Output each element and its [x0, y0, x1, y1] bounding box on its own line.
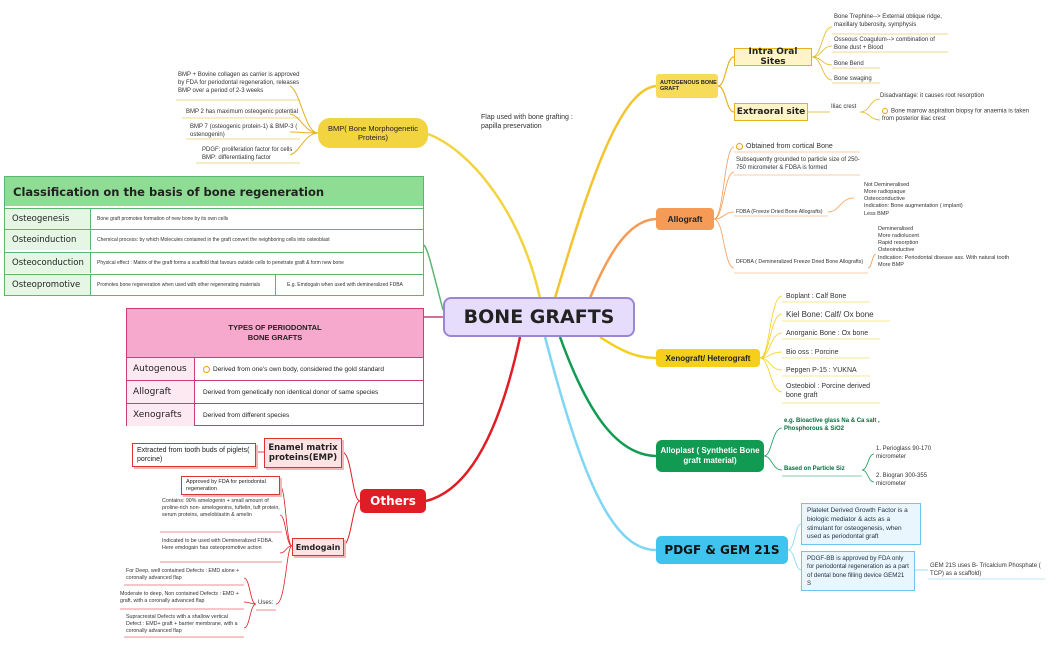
fdba-props: Not Demineralised More radiopaque Osteoc… [864, 182, 1014, 218]
classification-label[interactable]: Osteoinduction [5, 230, 91, 250]
fdba-prop: Less BMP [864, 210, 890, 217]
particle-label: Based on Particle Siz [784, 466, 845, 472]
dfdba-prop: More radiolucent [878, 233, 919, 240]
uses-label: Uses: [258, 600, 274, 606]
extraoral-node[interactable]: Extraoral site [734, 103, 808, 121]
xeno-item: Osteobiol : Porcine derived bone graft [786, 383, 871, 400]
emp-note: Extracted from tooth buds of piglets( po… [132, 443, 256, 467]
pdgf-box-1: Platelet Derived Growth Factor is a biol… [801, 503, 921, 545]
classification-extra: E.g. Emdogain when used with demineraliz… [287, 282, 403, 288]
classification-desc: Promotes bone regeneration when used wit… [97, 275, 276, 295]
xeno-item: Kiel Bone: Calf/ Ox bone [786, 310, 874, 319]
particle-item: 1. Perioglass 90-170 micrometer [876, 446, 932, 460]
xeno-item: Bio oss : Porcine [786, 349, 839, 356]
classification-row: Osteogenesis Bone graft promotes formati… [5, 208, 423, 229]
dfdba-prop: Rapid resorption [878, 240, 919, 247]
types-desc: Derived from one's own body, considered … [203, 358, 384, 380]
intra-oral-node[interactable]: Intra Oral Sites [734, 47, 812, 67]
uses-item-2: Moderate to deep, Non contained Defects … [120, 591, 239, 604]
particle-item: 2. Biogran 300-355 micrometer [876, 473, 928, 487]
alloplast-node[interactable]: Alloplast ( Synthetic Bone graft materia… [656, 440, 764, 472]
bmp-item-1: BMP + Bovine collagen as carrier is appr… [178, 72, 300, 94]
extra-item-1: Disadvantage: it causes root resorption [880, 93, 985, 99]
pdgf-box-2: PDGF-BB is approved by FDA only for peri… [801, 551, 915, 591]
classification-label[interactable]: Osteoconduction [5, 253, 91, 273]
bmp-item-3: BMP 7 (osteogenic protein-1) & BMP-3 ( o… [190, 124, 298, 138]
alloplast-example: e.g. Bioactive glass Na & Ca salt , Phos… [784, 418, 880, 432]
emdogain-node[interactable]: Emdogain [292, 538, 344, 556]
intra-item-1: Bone Trephine--> External oblique ridge,… [834, 14, 942, 28]
others-node[interactable]: Others [360, 489, 426, 513]
types-label[interactable]: Xenografts [127, 404, 195, 426]
bmp-item-2: BMP 2 has maximum osteogenic potential [186, 109, 298, 115]
fdba-prop: Osteoconductive [864, 196, 905, 203]
allograft-obtained-text: Obtained from cortical Bone [746, 143, 833, 150]
dfdba-props: Demineralised More radiolucent Rapid res… [878, 226, 1038, 269]
classification-label[interactable]: Osteogenesis [5, 209, 91, 229]
dfdba-label: DFDBA ( Demineralized Freeze Dried Bone … [736, 259, 864, 265]
types-row: Autogenous Derived from one's own body, … [127, 357, 423, 380]
dfdba-prop: Demineralised [878, 226, 914, 232]
classification-table: Classification on the basis of bone rege… [4, 176, 424, 296]
classification-label[interactable]: Osteopromotive [5, 275, 91, 295]
pdgf-node[interactable]: PDGF & GEM 21S [656, 536, 788, 564]
dfdba-prop: Osteoinductive [878, 247, 915, 254]
types-table: TYPES OF PERIODONTAL BONE GRAFTS Autogen… [126, 308, 424, 426]
classification-title: Classification on the basis of bone rege… [5, 177, 423, 206]
fdba-prop: Indication: Bone augmentation ( implant) [864, 203, 963, 210]
classification-desc: Physical effect : Matrix of the graft fo… [97, 260, 344, 266]
bmp-node[interactable]: BMP( Bone Morphogenetic Proteins) [318, 118, 428, 148]
extra-item-2: Bone marrow aspiration biopsy for anaemi… [882, 108, 1032, 124]
emp-node[interactable]: Enamel matrix proteins(EMP) [264, 438, 342, 468]
types-desc: Derived from genetically non identical d… [203, 388, 379, 396]
types-label[interactable]: Allograft [127, 381, 195, 403]
allograft-ground: Subsequently grounded to particle size o… [736, 157, 860, 171]
types-title-text: TYPES OF PERIODONTAL BONE GRAFTS [228, 323, 322, 342]
intra-item-4: Bone swaging [834, 76, 872, 82]
dfdba-prop: Indication: Periodontal disease ass. Wit… [878, 254, 1010, 261]
xeno-item: Pepgen P-15 : YUKNA [786, 367, 857, 374]
bmp-item-4: PDGF: proliferation factor for cells BMP… [202, 147, 293, 161]
types-label[interactable]: Autogenous [127, 358, 195, 380]
fdba-prop: Not Demineralised [864, 182, 910, 188]
dfdba-prop: More BMP [878, 261, 904, 268]
bullet-icon [882, 108, 888, 114]
classification-desc: Chemical process: by which Molecules con… [97, 237, 330, 243]
bullet-icon [203, 365, 210, 373]
types-row: Xenografts Derived from different specie… [127, 403, 423, 426]
bullet-icon [736, 142, 743, 150]
types-title: TYPES OF PERIODONTAL BONE GRAFTS [127, 309, 423, 357]
extra-item-2-text: Bone marrow aspiration biopsy for anaemi… [882, 108, 1030, 123]
allograft-node[interactable]: Allograft [656, 208, 714, 230]
emdogain-item-1: Approved by FDA for periodontal regenera… [181, 476, 280, 495]
flap-note: Flap used with bone grafting : papilla p… [481, 114, 573, 131]
autogenous-node[interactable]: AUTOGENOUS BONE GRAFT [656, 74, 718, 98]
classification-row: Osteopromotive Promotes bone regeneratio… [5, 274, 423, 295]
uses-item-1: For Deep, well contained Defects : EMD a… [126, 568, 240, 581]
classification-row: Osteoinduction Chemical process: by whic… [5, 229, 423, 250]
emdogain-item-3: Indicated to be used with Demineralized … [162, 538, 273, 551]
intra-item-2: Osseous Coagulum--> combination of Bone … [834, 37, 935, 51]
classification-desc: Bone graft promotes formation of new bon… [97, 216, 229, 222]
types-desc-text: Derived from one's own body, considered … [213, 365, 384, 373]
types-row: Allograft Derived from genetically non i… [127, 380, 423, 403]
iliac-crest: Iliac crest [831, 104, 857, 110]
fdba-label: FDBA (Freeze Dried Bone Allografts) [736, 209, 823, 215]
allograft-obtained: Obtained from cortical Bone [736, 142, 876, 151]
gem-note: GEM 21S uses B- Tricalcium Phosphate ( T… [930, 563, 1041, 577]
classification-row: Osteoconduction Physical effect : Matrix… [5, 252, 423, 273]
xeno-item: Anorganic Bone : Ox bone [786, 330, 869, 337]
emdogain-item-2: Contains: 90% amelogenin + small amount … [162, 498, 280, 518]
intra-item-3: Bone Bend [834, 61, 864, 67]
central-topic[interactable]: BONE GRAFTS [443, 297, 635, 337]
types-desc: Derived from different species [203, 411, 290, 419]
fdba-prop: More radiopaque [864, 189, 906, 196]
uses-item-3: Supracrestal Defects with a shallow vert… [126, 614, 238, 634]
xeno-item: Boplant : Calf Bone [786, 293, 847, 300]
xenograft-node[interactable]: Xenograft/ Heterograft [656, 349, 760, 367]
